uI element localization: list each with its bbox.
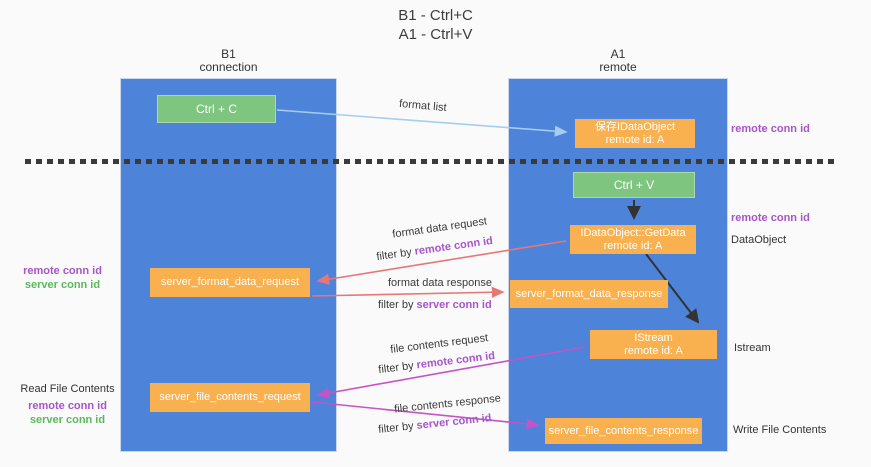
istream-line2: remote id: A xyxy=(624,344,683,357)
filter-by-text: filter by xyxy=(377,419,418,436)
label-filter-server-1: filter by server conn id xyxy=(378,299,492,311)
server-format-data-response-box: server_format_data_response xyxy=(510,280,668,308)
right-dataobject-label: DataObject xyxy=(731,234,787,246)
right-remote-conn-id-mid: remote conn id xyxy=(731,212,810,224)
save-idataobject-box: 保存IDataObject remote id: A xyxy=(575,119,695,148)
left-conn-ids-bottom: remote conn id server conn id xyxy=(15,399,120,427)
server-format-data-request-label: server_format_data_request xyxy=(160,276,300,288)
filter-remote-conn-id: remote conn id xyxy=(413,234,494,258)
server-file-contents-request-label: server_file_contents_request xyxy=(159,391,301,403)
dashed-separator xyxy=(25,159,838,164)
ctrl-c-label: Ctrl + C xyxy=(195,102,237,116)
server-file-contents-response-label: server_file_contents_response xyxy=(548,424,699,437)
left-remote-conn-id-top: remote conn id xyxy=(23,265,102,277)
label-format-data-response: format data response xyxy=(388,277,492,289)
lane-a1-name: A1 xyxy=(610,47,626,61)
right-remote-conn-id-top: remote conn id xyxy=(731,123,810,135)
lane-b1-name: B1 xyxy=(221,47,236,61)
label-filter-server-2: filter by server conn id xyxy=(378,412,492,436)
arrow-format-data-response xyxy=(311,286,505,298)
left-server-conn-id-top: server conn id xyxy=(24,279,101,291)
lane-a1-sub: remote xyxy=(599,60,637,74)
filter-by-text: filter by xyxy=(378,299,417,311)
save-idataobject-line2: remote id: A xyxy=(605,133,665,146)
filter-remote-conn-id: remote conn id xyxy=(415,349,496,372)
label-format-list: format list xyxy=(398,97,448,115)
diagram-title: B1 - Ctrl+C A1 - Ctrl+V xyxy=(0,6,871,44)
lane-b1-sub: connection xyxy=(199,60,258,74)
right-istream-label: Istream xyxy=(734,342,771,354)
save-idataobject-line1: 保存IDataObject xyxy=(594,120,676,133)
right-write-file-contents-label: Write File Contents xyxy=(733,424,827,436)
left-remote-conn-id-bottom: remote conn id xyxy=(28,400,107,412)
filter-by-text: filter by xyxy=(377,359,418,377)
left-read-file-contents-label: Read File Contents xyxy=(20,383,115,395)
istream-box: IStream remote id: A xyxy=(590,330,717,359)
filter-server-conn-id: server conn id xyxy=(416,299,492,311)
idataobject-getdata-box: IDataObject::GetData remote id: A xyxy=(570,225,696,254)
ctrl-v-label: Ctrl + V xyxy=(613,178,655,192)
server-file-contents-request-box: server_file_contents_request xyxy=(150,383,310,412)
title-line-2: A1 - Ctrl+V xyxy=(398,26,473,43)
lane-header-b1: B1 connection xyxy=(120,48,337,74)
lane-header-a1: A1 remote xyxy=(508,48,728,74)
filter-by-text: filter by xyxy=(375,245,416,264)
ctrl-c-box: Ctrl + C xyxy=(157,95,276,123)
istream-line1: IStream xyxy=(634,331,673,344)
title-line-1: B1 - Ctrl+C xyxy=(398,7,473,24)
left-server-conn-id-bottom: server conn id xyxy=(29,414,106,426)
server-format-data-response-label: server_format_data_response xyxy=(515,287,663,300)
server-format-data-request-box: server_format_data_request xyxy=(150,268,310,297)
ctrl-v-box: Ctrl + V xyxy=(573,172,695,198)
getdata-line1: IDataObject::GetData xyxy=(580,226,686,239)
getdata-line2: remote id: A xyxy=(603,239,663,252)
server-file-contents-response-box: server_file_contents_response xyxy=(545,418,702,444)
left-conn-ids-top: remote conn id server conn id xyxy=(15,264,110,292)
filter-server-conn-id: server conn id xyxy=(415,412,493,432)
